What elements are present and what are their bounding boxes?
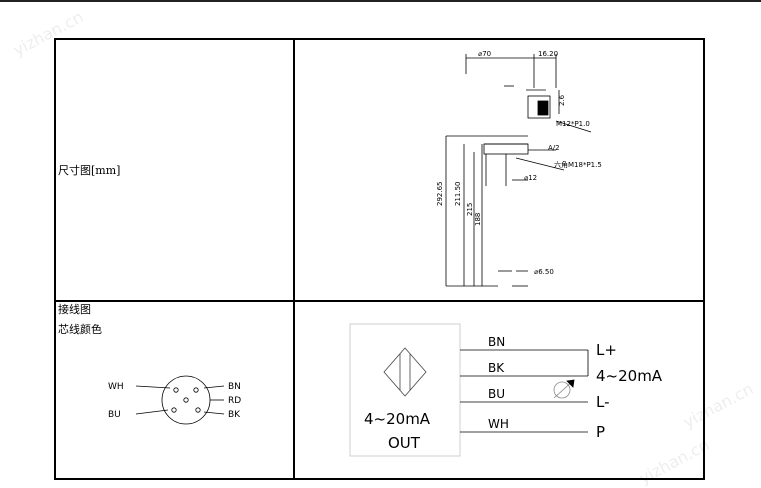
pin-label-bu: BU [108, 410, 121, 420]
dim-h-small: 2.6 [558, 94, 566, 106]
pin-label-wh: WH [108, 382, 124, 392]
dim-thread-top: M12*P1.0 [556, 120, 590, 128]
wire-label-wh: WH [488, 417, 509, 431]
dim-h-total: 292.65 [436, 182, 444, 207]
dim-h-3: 188 [474, 213, 482, 226]
wiring-label: 接线图 [58, 303, 91, 316]
spec-table: 尺寸图[mm] 接线图 芯线颜色 [54, 38, 705, 480]
pin-label-rd: RD [228, 396, 241, 406]
dimension-label: 尺寸图[mm] [58, 164, 121, 177]
pin-label-bn: BN [228, 382, 241, 392]
terminal-l-minus: L- [596, 393, 610, 411]
dim-d-top: ⌀70 [478, 50, 491, 58]
sensor-output-line1: 4~20mA [364, 410, 431, 428]
wire-label-bn: BN [488, 335, 505, 349]
wire-label-bu: BU [488, 387, 505, 401]
dim-h-2: 215 [466, 203, 474, 216]
terminal-p: P [596, 423, 605, 441]
dim-thread-mid: 六角M18*P1.5 [554, 160, 602, 169]
pin-label-bk: BK [228, 410, 241, 420]
dimension-drawing: ⌀70 16.20 2.6 M12*P1.0 A/2 六角M18*P1.5 ⌀1… [436, 50, 602, 287]
dim-angle: A/2 [548, 144, 560, 152]
dim-d-bottom: ⌀6.50 [534, 268, 554, 276]
top-rule [0, 0, 761, 2]
core-color-label: 芯线颜色 [58, 323, 102, 336]
dim-h-1: 211.50 [454, 182, 462, 207]
wire-label-bk: BK [488, 361, 505, 375]
row-divider [56, 300, 703, 302]
wiring-diagram: 4~20mA OUT BN BK BU WH L+ 4~20mA L- P [349, 323, 663, 457]
connector-pinout: WH BU BN RD BK [108, 375, 241, 425]
column-divider [293, 40, 295, 478]
terminal-current: 4~20mA [596, 367, 663, 385]
dim-w-top: 16.20 [538, 50, 558, 58]
terminal-l-plus: L+ [596, 341, 617, 359]
sensor-output-line2: OUT [388, 434, 421, 452]
dim-h-mid: ⌀12 [524, 174, 537, 182]
